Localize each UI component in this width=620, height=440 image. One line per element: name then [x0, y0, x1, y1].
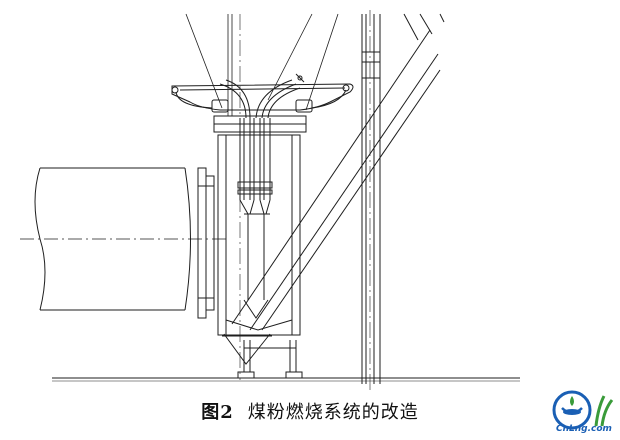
burner-system-drawing — [20, 10, 520, 392]
diagonal-chute — [231, 13, 445, 331]
figure-label: 图2 — [201, 402, 234, 423]
cnlng-logo-icon — [552, 390, 614, 430]
burner-nozzles — [222, 199, 293, 365]
duct-flange — [197, 167, 215, 319]
watermark-text: CnLng.com — [556, 424, 612, 434]
vertical-column — [361, 10, 381, 392]
coal-feed-pipes — [219, 79, 301, 200]
figure-caption: 图2 煤粉燃烧系统的改造 — [0, 398, 620, 424]
figure-title: 煤粉燃烧系统的改造 — [247, 402, 419, 423]
horizontal-duct — [20, 167, 230, 311]
manifold-elbows — [175, 89, 347, 113]
support-legs — [237, 340, 303, 379]
support-cables — [185, 13, 339, 116]
burner-chamber — [217, 14, 301, 380]
